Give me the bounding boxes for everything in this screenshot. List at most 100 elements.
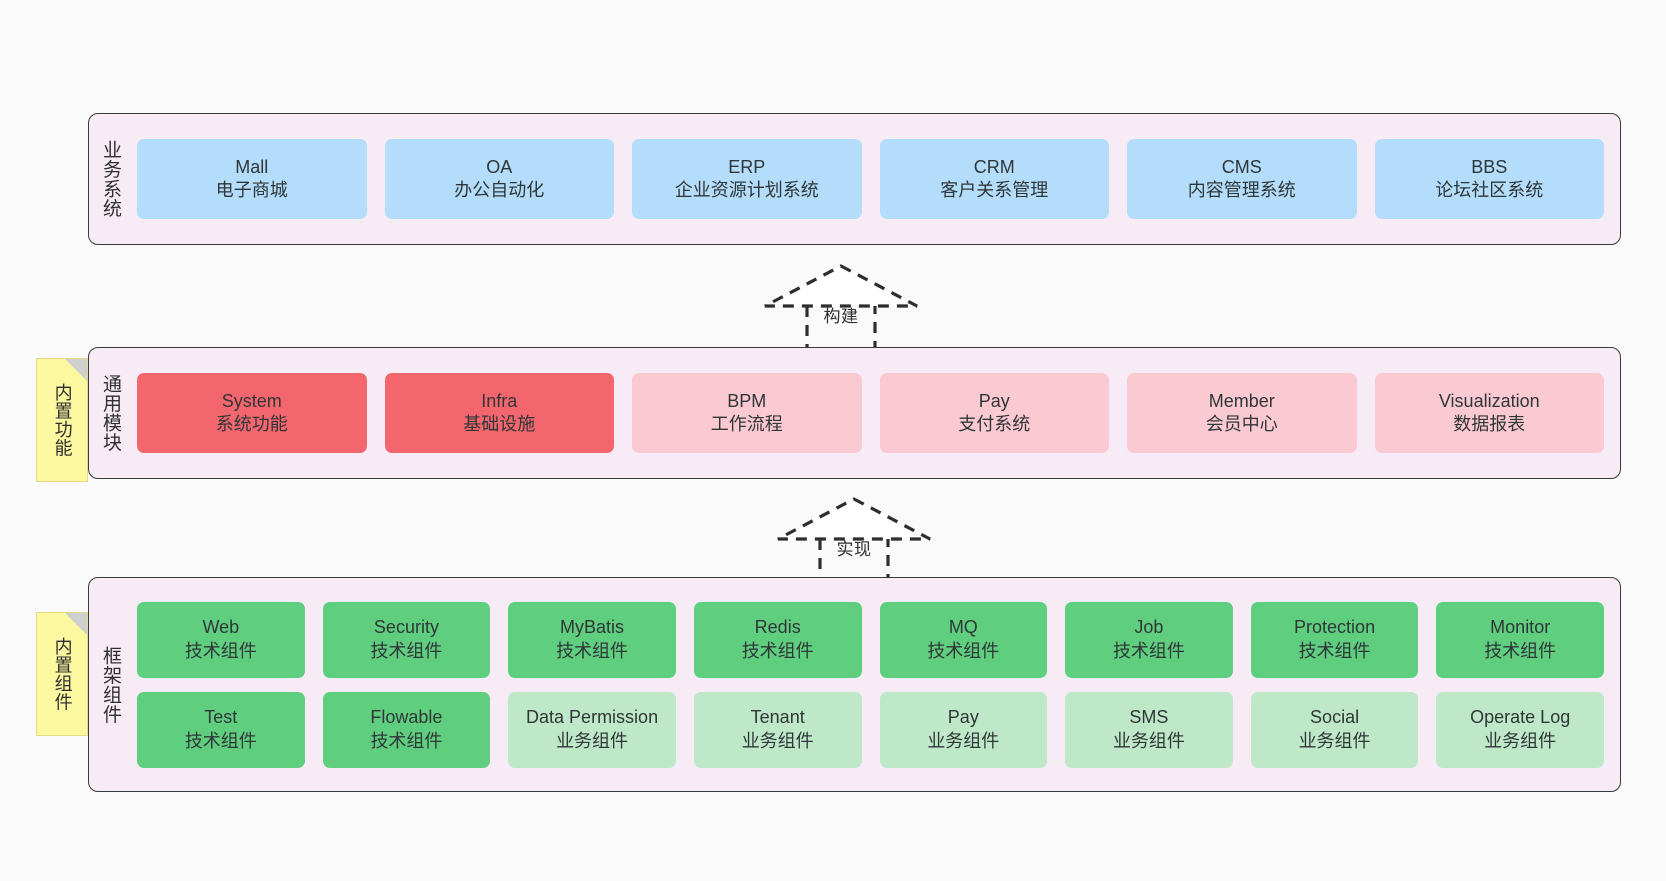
card-title: Infra	[481, 390, 518, 411]
card-title: Redis	[754, 617, 801, 638]
card-visualization[interactable]: Visualization 数据报表	[1374, 373, 1604, 453]
card-data-permission[interactable]: Data Permission 业务组件	[508, 691, 676, 768]
card-web[interactable]: Web 技术组件	[137, 601, 305, 678]
card-title: Operate Log	[1470, 707, 1571, 728]
card-subtitle: 业务组件	[927, 730, 1000, 751]
card-pay-component[interactable]: Pay 业务组件	[879, 691, 1048, 768]
card-subtitle: 业务组件	[556, 730, 629, 751]
card-mybatis[interactable]: MyBatis 技术组件	[508, 601, 676, 678]
card-title: Security	[373, 617, 439, 638]
card-subtitle: 办公自动化	[454, 180, 545, 200]
card-title: MQ	[948, 617, 978, 638]
card-cms[interactable]: CMS 内容管理系统	[1127, 139, 1357, 219]
note-fold-icon	[65, 613, 87, 635]
note-builtin-component[interactable]: 内置组件	[36, 612, 88, 736]
card-subtitle: 业务组件	[741, 730, 814, 751]
note-label: 内置功能	[52, 383, 73, 457]
card-subtitle: 会员中心	[1205, 414, 1278, 434]
card-operate-log[interactable]: Operate Log 业务组件	[1436, 691, 1604, 768]
card-subtitle: 技术组件	[1484, 640, 1557, 661]
card-test[interactable]: Test 技术组件	[137, 691, 305, 768]
card-row-technical: Web 技术组件 Security 技术组件 MyBatis 技术组件 Redi…	[137, 601, 1604, 678]
note-builtin-function[interactable]: 内置功能	[36, 358, 88, 482]
card-title: Test	[204, 707, 238, 728]
card-subtitle: 技术组件	[556, 640, 629, 661]
card-social[interactable]: Social 业务组件	[1250, 691, 1419, 768]
card-title: BPM	[727, 390, 767, 411]
card-title: Monitor	[1490, 617, 1551, 638]
card-title: SMS	[1129, 707, 1169, 728]
card-title: Visualization	[1438, 390, 1540, 411]
card-subtitle: 基础设施	[463, 414, 536, 434]
card-redis[interactable]: Redis 技术组件	[693, 601, 862, 678]
card-title: Flowable	[370, 707, 443, 728]
card-title: MyBatis	[560, 617, 625, 638]
layer-framework-component[interactable]: 框架组件 Web 技术组件 Security 技术组件 MyBatis 技术组件…	[88, 577, 1621, 792]
connector-build-label: 构建	[823, 307, 859, 326]
card-title: CMS	[1221, 156, 1262, 177]
card-security[interactable]: Security 技术组件	[322, 601, 491, 678]
card-title: OA	[486, 156, 513, 177]
layer-business-system[interactable]: 业务系统 Mall 电子商城 OA 办公自动化 ERP 企业资源计划系统 CRM…	[88, 113, 1621, 245]
card-subtitle: 业务组件	[1112, 730, 1185, 751]
card-monitor[interactable]: Monitor 技术组件	[1436, 601, 1604, 678]
card-oa[interactable]: OA 办公自动化	[384, 139, 614, 219]
card-title: BBS	[1471, 156, 1508, 177]
card-row: Mall 电子商城 OA 办公自动化 ERP 企业资源计划系统 CRM 客户关系…	[137, 139, 1604, 219]
card-tenant[interactable]: Tenant 业务组件	[693, 691, 862, 768]
card-subtitle: 技术组件	[927, 640, 1000, 661]
card-row-business: Test 技术组件 Flowable 技术组件 Data Permission …	[137, 691, 1604, 768]
card-title: Member	[1208, 390, 1275, 411]
card-sms[interactable]: SMS 业务组件	[1065, 691, 1233, 768]
card-subtitle: 技术组件	[184, 640, 257, 661]
card-subtitle: 技术组件	[741, 640, 814, 661]
card-title: Mall	[235, 156, 269, 177]
card-subtitle: 系统功能	[215, 414, 288, 434]
card-subtitle: 客户关系管理	[940, 180, 1049, 200]
connector-implement-label: 实现	[836, 540, 872, 559]
note-label: 内置组件	[52, 637, 73, 711]
card-row: System 系统功能 Infra 基础设施 BPM 工作流程 Pay 支付系统…	[137, 373, 1604, 453]
card-bbs[interactable]: BBS 论坛社区系统	[1374, 139, 1604, 219]
card-title: System	[221, 390, 282, 411]
card-mq[interactable]: MQ 技术组件	[879, 601, 1048, 678]
card-subtitle: 工作流程	[710, 414, 783, 434]
card-subtitle: 技术组件	[370, 640, 443, 661]
card-subtitle: 业务组件	[1484, 730, 1557, 751]
card-title: Data Permission	[526, 707, 659, 728]
card-title: Job	[1134, 617, 1164, 638]
card-title: CRM	[973, 156, 1015, 177]
card-protection[interactable]: Protection 技术组件	[1250, 601, 1419, 678]
connector-build-shape	[764, 264, 918, 354]
layer-title-business-system: 业务系统	[100, 140, 122, 218]
connector-implement: 实现	[774, 495, 934, 587]
card-title: Pay	[978, 390, 1010, 411]
card-crm[interactable]: CRM 客户关系管理	[879, 139, 1109, 219]
card-bpm[interactable]: BPM 工作流程	[632, 373, 862, 453]
card-subtitle: 技术组件	[1112, 640, 1185, 661]
note-fold-icon	[65, 359, 87, 381]
layer-body-business-system: Mall 电子商城 OA 办公自动化 ERP 企业资源计划系统 CRM 客户关系…	[131, 114, 1620, 244]
card-erp[interactable]: ERP 企业资源计划系统	[632, 139, 862, 219]
card-job[interactable]: Job 技术组件	[1065, 601, 1233, 678]
layer-body-common-module: System 系统功能 Infra 基础设施 BPM 工作流程 Pay 支付系统…	[131, 348, 1620, 478]
card-title: Protection	[1294, 617, 1376, 638]
card-subtitle: 支付系统	[958, 414, 1031, 434]
layer-title-common-module: 通用模块	[100, 374, 122, 452]
card-title: ERP	[728, 156, 766, 177]
card-subtitle: 电子商城	[215, 180, 288, 200]
card-system[interactable]: System 系统功能	[137, 373, 367, 453]
card-flowable[interactable]: Flowable 技术组件	[322, 691, 491, 768]
card-subtitle: 业务组件	[1298, 730, 1371, 751]
card-pay-module[interactable]: Pay 支付系统	[879, 373, 1109, 453]
card-title: Web	[202, 617, 240, 638]
card-member[interactable]: Member 会员中心	[1127, 373, 1357, 453]
card-subtitle: 技术组件	[1298, 640, 1371, 661]
card-subtitle: 论坛社区系统	[1435, 180, 1544, 200]
layer-common-module[interactable]: 通用模块 System 系统功能 Infra 基础设施 BPM 工作流程 Pay…	[88, 347, 1621, 479]
card-mall[interactable]: Mall 电子商城	[137, 139, 367, 219]
card-title: Social	[1310, 707, 1360, 728]
layer-body-framework-component: Web 技术组件 Security 技术组件 MyBatis 技术组件 Redi…	[131, 578, 1620, 791]
card-infra[interactable]: Infra 基础设施	[384, 373, 614, 453]
